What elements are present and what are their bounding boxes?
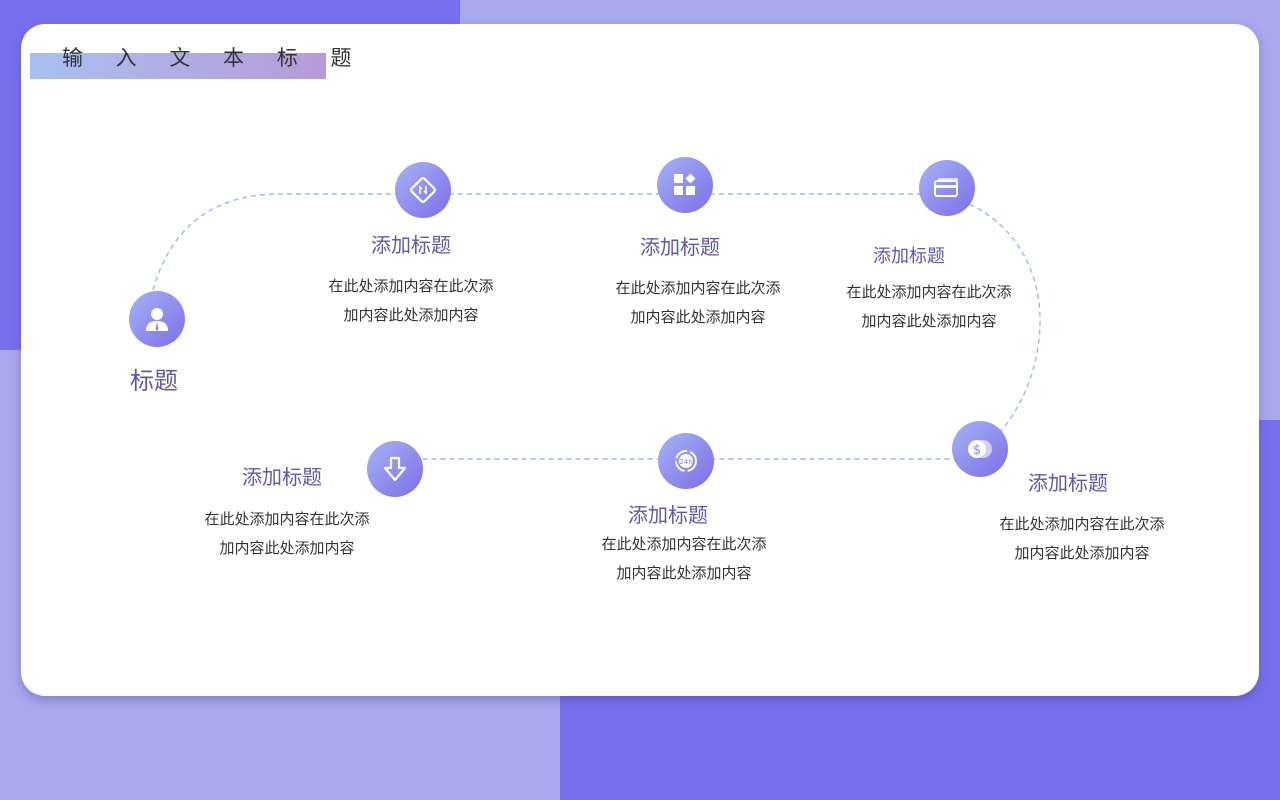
process-path <box>152 193 1041 460</box>
arrow-down-icon <box>367 441 423 497</box>
step-6-title: 添加标题 <box>242 465 322 489</box>
step-5-description: 在此处添加内容在此次添加内容此处添加内容 <box>601 535 767 582</box>
svg-text:$: $ <box>973 443 981 458</box>
step-5-title: 添加标题 <box>628 503 708 527</box>
apps-grid-icon <box>657 157 713 213</box>
step-2-title: 添加标题 <box>640 235 720 259</box>
credit-card-icon <box>919 160 975 216</box>
step-1-description: 在此处添加内容在此次添加内容此处添加内容 <box>328 277 494 324</box>
title-highlight-bar <box>30 53 326 79</box>
route-sign-icon <box>395 162 451 218</box>
slide-card <box>21 24 1259 696</box>
24h-icon: 24h <box>658 433 714 489</box>
step-4-title: 添加标题 <box>1028 471 1108 495</box>
step-3-description: 在此处添加内容在此次添加内容此处添加内容 <box>846 283 1012 330</box>
step-1-title: 添加标题 <box>371 233 451 257</box>
step-6-description: 在此处添加内容在此次添加内容此处添加内容 <box>204 510 370 557</box>
page-title: 输 入 文 本 标 题 <box>62 46 365 70</box>
svg-text:24h: 24h <box>679 458 692 466</box>
step-4-description: 在此处添加内容在此次添加内容此处添加内容 <box>999 515 1165 562</box>
user-icon <box>129 291 185 347</box>
step-3-title: 添加标题 <box>873 246 945 267</box>
coin-icon: $ <box>952 421 1008 477</box>
step-2-description: 在此处添加内容在此次添加内容此处添加内容 <box>615 279 781 326</box>
main-label: 标题 <box>130 367 178 395</box>
